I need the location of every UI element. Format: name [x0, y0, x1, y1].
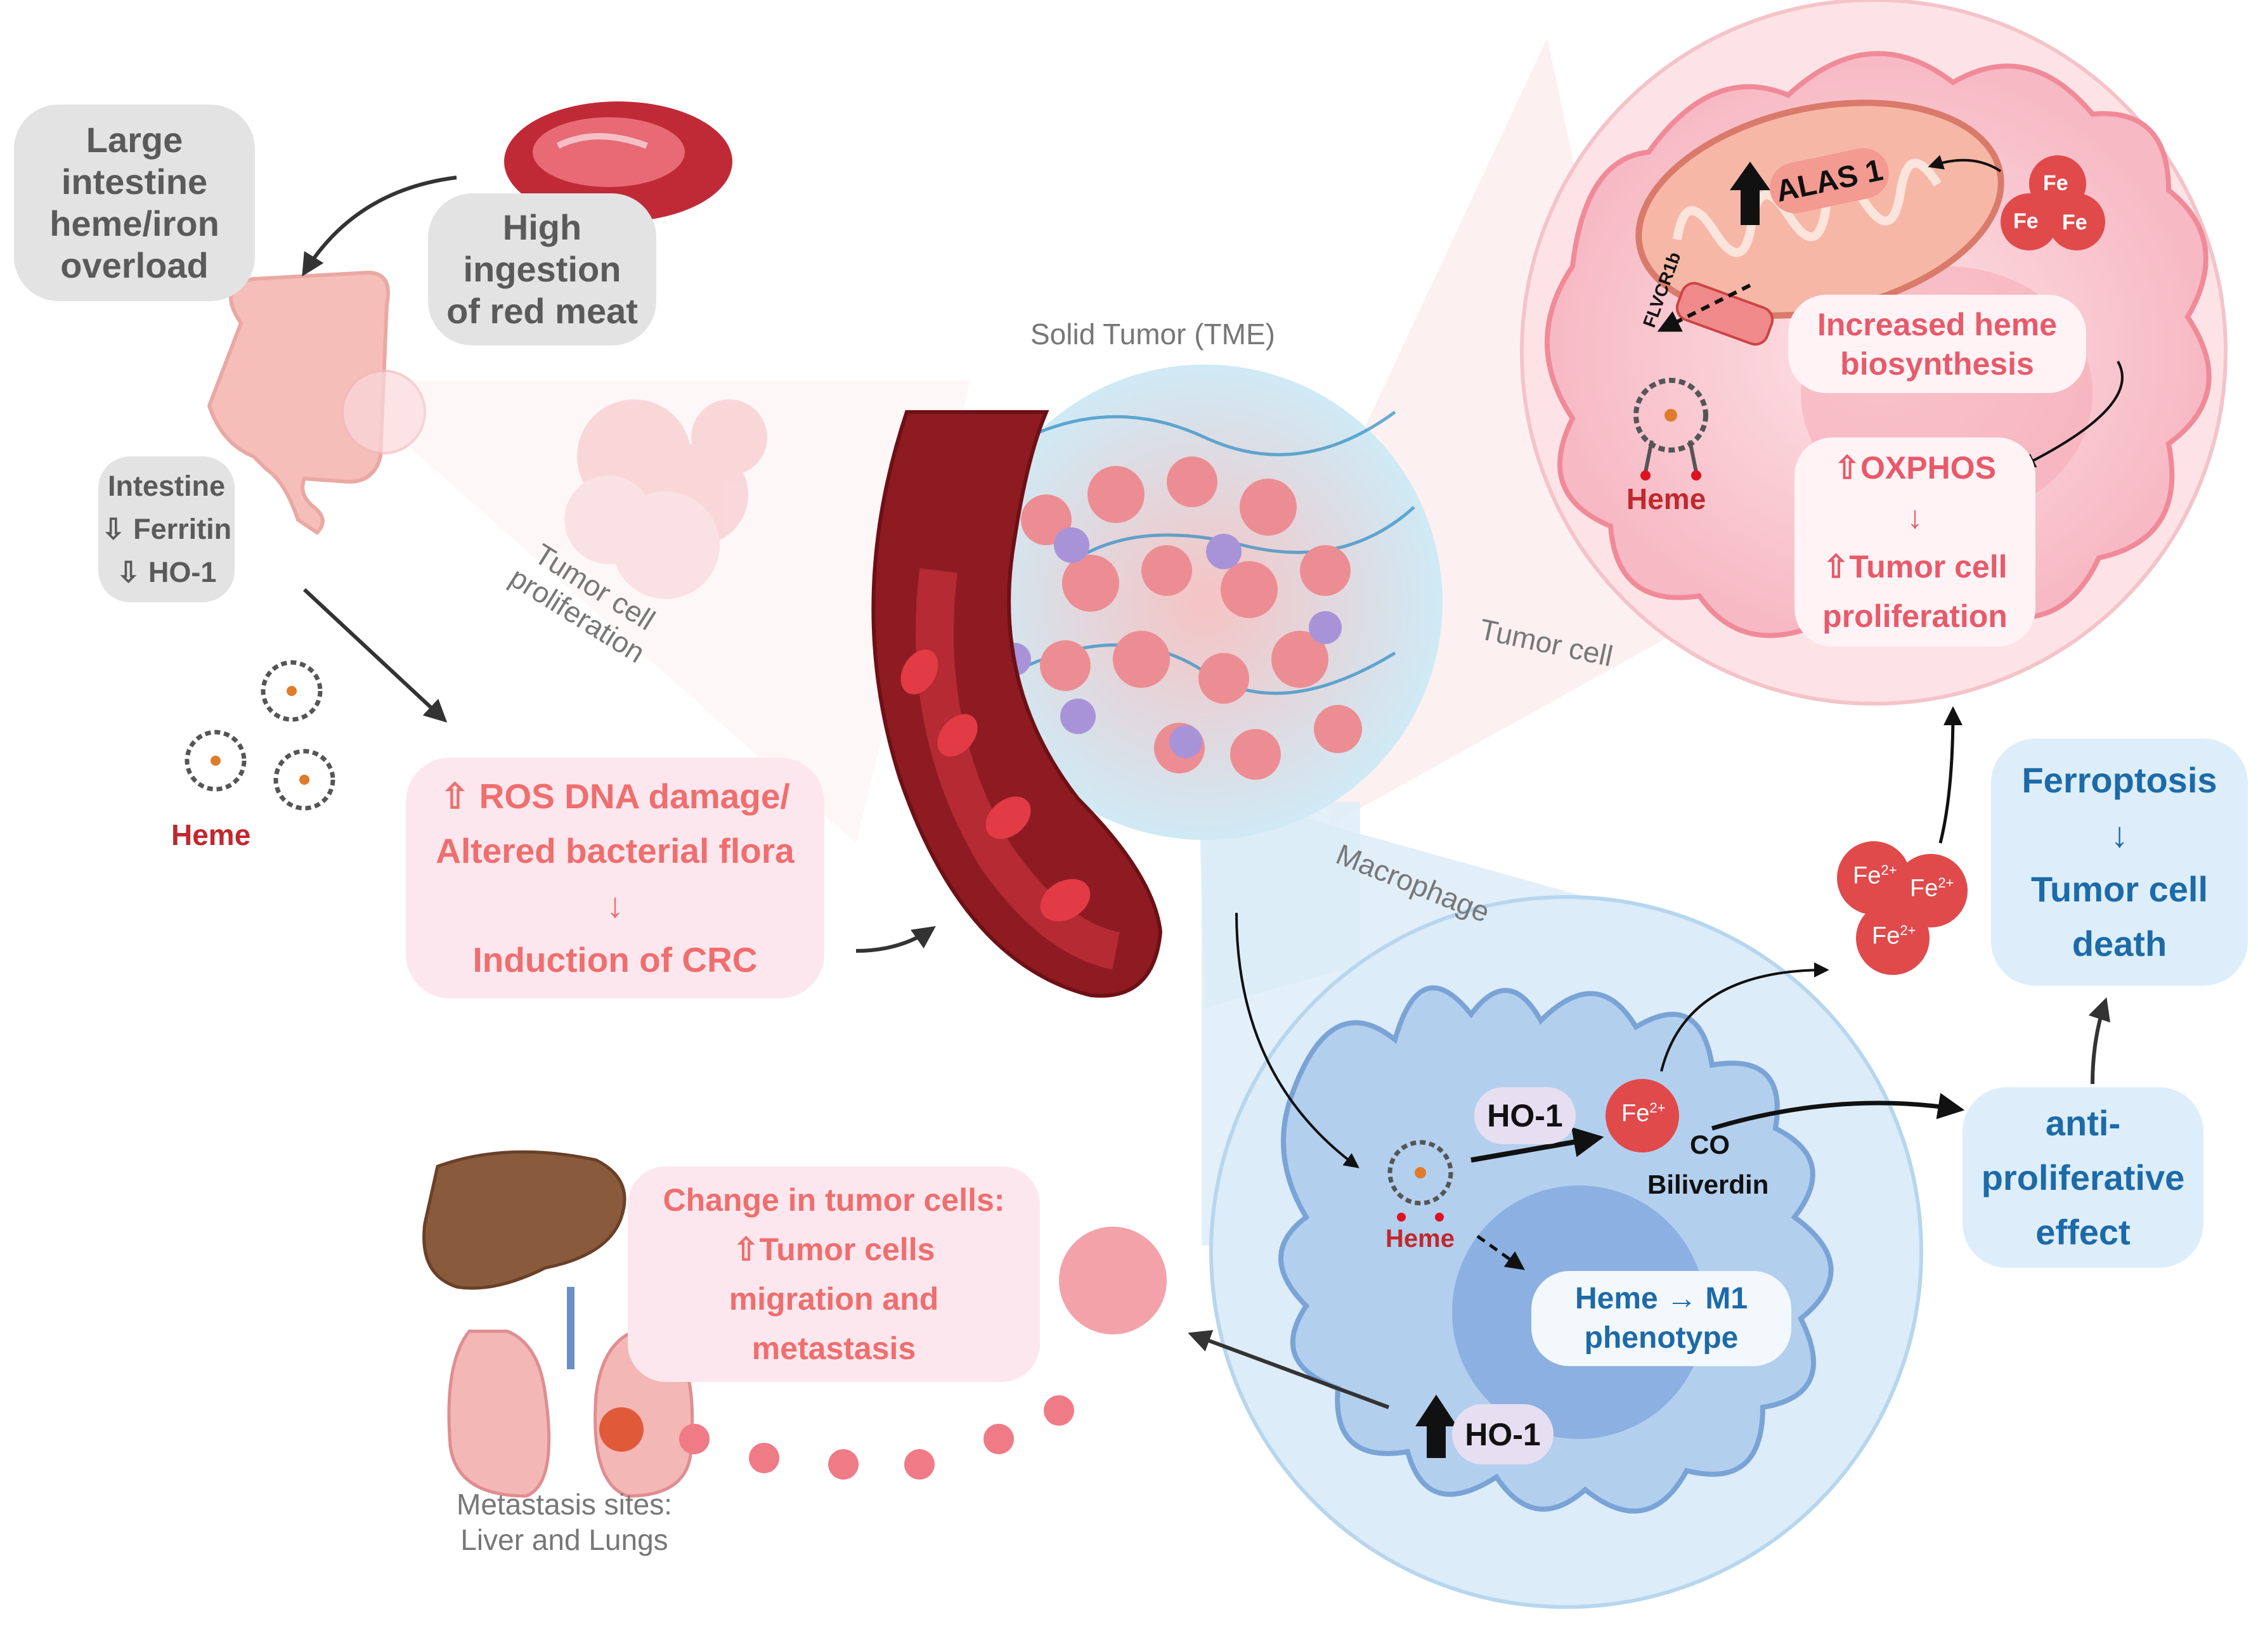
text-line: Heme → M1	[1574, 1282, 1748, 1315]
text-line: Altered bacterial flora	[436, 831, 795, 870]
fe2-base: Fe	[1853, 862, 1881, 889]
text-line: ingestion	[463, 249, 621, 289]
text-line: biosynthesis	[1840, 345, 2034, 382]
text-line: Large	[86, 120, 183, 160]
text-line: metastasis	[751, 1331, 916, 1366]
text-line: ⇩ Ferritin	[101, 513, 232, 545]
text-line: Intestine	[107, 470, 226, 502]
text-line: ↓	[1907, 500, 1923, 535]
mitochondrion-cristae	[1673, 158, 1942, 257]
large-intestine	[207, 270, 390, 535]
heme-molecule-icon-macrophage	[1387, 1140, 1453, 1222]
antiproliferative-box: anti- proliferative effect	[1963, 1087, 2203, 1268]
fe2-sup: 2+	[1938, 875, 1954, 891]
fe-label-2: Fe	[2013, 209, 2039, 233]
tumor-cell-cluster	[564, 399, 767, 599]
fe2-label-2: Fe2+	[1910, 875, 1954, 903]
ho1-up-tag: HO-1	[1452, 1404, 1554, 1464]
heme-label-macrophage: Heme	[1385, 1225, 1455, 1253]
fe2-label-1: Fe2+	[1853, 862, 1897, 890]
text-line: ⇧ ROS DNA damage/	[440, 777, 790, 816]
ferroptosis-box: Ferroptosis ↓ Tumor cell death	[1991, 739, 2248, 986]
text-line: Liver and Lungs	[460, 1523, 668, 1556]
alas-up-arrow	[1730, 162, 1770, 225]
fe2-base: Fe	[1872, 922, 1900, 950]
text-line: Tumor cell	[2030, 869, 2208, 909]
text-line: Metastasis sites:	[457, 1488, 672, 1521]
fe-cluster-mito	[2001, 155, 2105, 250]
co-label: CO	[1690, 1130, 1730, 1159]
heme-label-mito: Heme	[1626, 482, 1706, 515]
fe2-base: Fe	[1910, 875, 1938, 902]
text-line: Ferroptosis	[2021, 760, 2217, 800]
lungs-icon	[447, 1329, 694, 1498]
text-line: ⇩ HO-1	[116, 556, 217, 588]
text-line: ⇧OXPHOS	[1834, 450, 1996, 486]
red-blood-cells	[900, 649, 1091, 922]
text-line: Change in tumor cells:	[663, 1182, 1005, 1218]
metastasis-cells-chain	[679, 1227, 1167, 1480]
text-line: migration and	[729, 1281, 939, 1317]
large-intestine-overload-box: Large intestine heme/iron overload	[14, 105, 255, 301]
immune-cells	[998, 527, 1342, 758]
solid-tumor-label: Solid Tumor (TME)	[1030, 318, 1275, 351]
text-line: ⇧Tumor cells	[732, 1232, 935, 1267]
intestine-zoom-spot	[341, 370, 426, 455]
text-line: overload	[60, 245, 209, 285]
fe2-label-3: Fe2+	[1872, 922, 1916, 950]
heme-molecule-icon-mito	[1633, 378, 1708, 481]
fe2-ball-macrophage	[1606, 1079, 1679, 1152]
text-line: heme/iron	[49, 203, 219, 243]
biliverdin-label: Biliverdin	[1647, 1170, 1769, 1199]
text-line: ⇧Tumor cell	[1822, 549, 2008, 584]
text-line: of red meat	[446, 291, 638, 331]
text-line: phenotype	[1584, 1321, 1739, 1355]
tumor-cells	[1021, 456, 1362, 780]
liver-icon	[422, 1150, 626, 1290]
fe2-sup: 2+	[1900, 922, 1916, 938]
metastasis-sites-label: Metastasis sites: Liver and Lungs	[438, 1487, 691, 1558]
red-meat-icon	[504, 101, 732, 222]
text-line: proliferative	[1981, 1157, 2185, 1197]
fe-label-3: Fe	[2062, 210, 2087, 235]
m1-phenotype-box: Heme → M1 phenotype	[1531, 1271, 1791, 1366]
oxphos-proliferation-box: ⇧OXPHOS ↓ ⇧Tumor cell proliferation	[1794, 437, 2035, 647]
intestine-ferritin-box: Intestine ⇩ Ferritin ⇩ HO-1	[98, 456, 235, 602]
text-line: anti-	[2045, 1102, 2121, 1143]
text-line: High	[502, 207, 582, 247]
text-line: death	[2072, 924, 2167, 964]
up-arrow-ho1	[1415, 1395, 1457, 1458]
fe2-sup: 2+	[1881, 862, 1897, 878]
heme-label-left: Heme	[171, 818, 251, 851]
fe2-base: Fe	[1621, 1100, 1650, 1127]
text-line: Induction of CRC	[472, 940, 758, 979]
fe2-label-macrophage: Fe2+	[1621, 1100, 1665, 1128]
ros-crc-box: ⇧ ROS DNA damage/ Altered bacterial flor…	[406, 758, 824, 998]
fe2-sup: 2+	[1649, 1100, 1666, 1116]
text-line: ↓	[2110, 815, 2129, 855]
text-line: proliferation	[1822, 598, 2008, 634]
ho1-tag: HO-1	[1474, 1087, 1576, 1144]
heme-molecules-left-icon	[185, 660, 335, 811]
text-line: intestine	[61, 162, 208, 202]
text-line: ↓	[606, 886, 624, 925]
red-meat-ingestion-box: High ingestion of red meat	[428, 193, 656, 345]
blood-vessel	[871, 410, 1163, 998]
metastasis-change-box: Change in tumor cells: ⇧Tumor cells migr…	[628, 1166, 1040, 1382]
text-line: effect	[2035, 1211, 2131, 1252]
text-line: Increased heme	[1817, 306, 2057, 342]
fe2-cluster	[1837, 841, 1968, 975]
heme-biosynthesis-box: Increased heme biosynthesis	[1788, 295, 2086, 393]
fe-label-1: Fe	[2043, 171, 2068, 195]
